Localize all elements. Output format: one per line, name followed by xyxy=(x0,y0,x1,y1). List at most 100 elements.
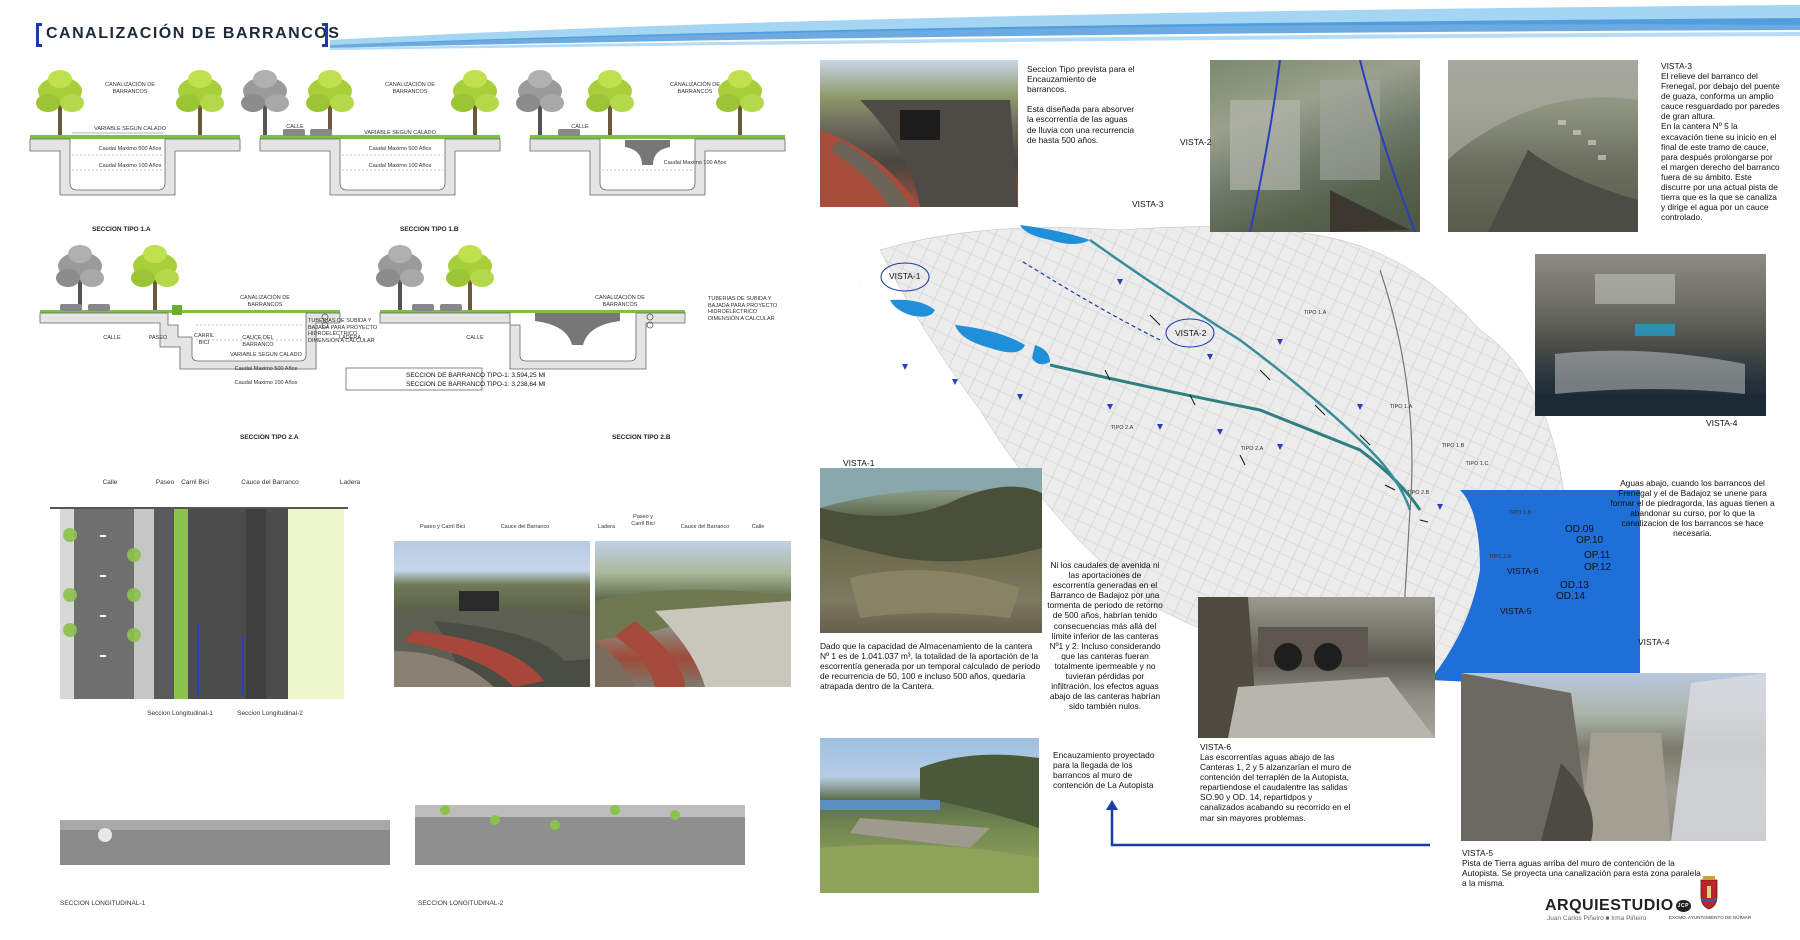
plan-header-calle: Calle xyxy=(102,479,118,486)
photo1-label-cauce: Cauce del Barranco xyxy=(500,524,550,530)
caption-longitudinal-2: SECCION LONGITUDINAL-2 xyxy=(418,900,504,907)
plan-view-drawing xyxy=(50,507,348,699)
op-10: OP.10 xyxy=(1576,535,1604,546)
label-1a-variable: VARIABLE SEGUN CALADO xyxy=(94,126,166,132)
section-photo-2-art xyxy=(595,589,791,687)
text-caudales: Ni los caudales de avenida ni las aporta… xyxy=(1047,560,1163,712)
length-tipo-2: SECCION DE BARRANCO TIPO-1: 3.238,64 Ml xyxy=(406,381,546,388)
label-1c-q100: Caudal Maximo 100 Años xyxy=(663,160,727,166)
label-1b-q500: Caudal Maximo 500 Años xyxy=(368,146,432,152)
section-photo-1 xyxy=(394,541,590,687)
photo-vista-1-label: VISTA-1 xyxy=(843,458,875,468)
plan-header-paseo: Paseo xyxy=(155,479,175,486)
page-title: CANALIZACIÓN DE BARRANCOS xyxy=(46,25,341,42)
text-vista-5: Pista de Tierra aguas arriba del muro de… xyxy=(1462,858,1701,889)
label-2a-variable: VARIABLE SEGUN CALADO xyxy=(230,352,302,358)
vista-3-title: VISTA-3 xyxy=(1661,61,1693,71)
map-vista-2: VISTA-2 xyxy=(1175,328,1207,338)
header: CANALIZACIÓN DE BARRANCOS xyxy=(0,0,1800,55)
text-capacidad: Dado que la capacidad de Almacenamiento … xyxy=(820,641,1041,692)
caption-1b: SECCION TIPO 1.B xyxy=(400,226,459,233)
op-14: OD.14 xyxy=(1556,591,1585,602)
label-2a-carril: CARRIL BICI xyxy=(194,333,215,346)
vista-5-title: VISTA-5 xyxy=(1462,848,1494,858)
plan-header-carril: Carril Bici xyxy=(181,479,209,486)
tipo-label-9: TIPO 2.A xyxy=(1488,554,1512,560)
label-1a-q500: Caudal Maximo 500 Años xyxy=(98,146,162,152)
section-photo-1-art xyxy=(394,591,590,687)
cross-sections-drawing xyxy=(29,70,786,391)
photo-vista-3-art xyxy=(1448,60,1638,232)
longitudinal-1-drawing xyxy=(60,820,390,865)
photo-vista-2-art xyxy=(1230,60,1416,232)
brand-suffix: JCP xyxy=(1675,899,1691,912)
label-1b-q100: Caudal Maximo 100 Años xyxy=(368,163,432,169)
photo-vista-6 xyxy=(1198,597,1435,738)
institution-name: EXCMO. AYUNTAMIENTO DE GÜÍMAR xyxy=(1668,915,1752,920)
photo-encauzamiento-art xyxy=(820,754,1039,893)
label-2a-cauce: CAUCE DEL BARRANCO xyxy=(242,335,274,348)
caption-1a: SECCION TIPO 1.A xyxy=(92,226,151,233)
text-vista-6: Las escorrentías aguas abajo de las Cant… xyxy=(1200,752,1352,823)
photo-vista-4-art xyxy=(1535,274,1766,416)
label-1a-q100: Caudal Maximo 100 Años xyxy=(98,163,162,169)
photo-seccion-tipo-art xyxy=(820,100,1018,207)
plan-header-ladera: Ladera xyxy=(339,479,361,486)
tipo-label-6: TIPO 2.A xyxy=(1110,425,1134,431)
label-2a-calle: CALLE xyxy=(103,335,121,341)
label-2a-tuberias: TUBERIAS DE SUBIDA Y BAJADA PARA PROYECT… xyxy=(308,318,378,344)
map-vista-4: VISTA-4 xyxy=(1638,637,1670,647)
photo-vista-4-label: VISTA-4 xyxy=(1706,418,1738,428)
text-seccion-tipo: Seccion Tipo prevista para el Encauzamie… xyxy=(1027,64,1135,145)
plan-header-cauce: Cauce del Barranco xyxy=(241,479,299,486)
label-1b-variable: VARIABLE SEGUN CALADO xyxy=(364,130,436,136)
text-encauzamiento: Encauzamiento proyectado para la llegada… xyxy=(1053,750,1155,791)
photo-vista-5-art xyxy=(1461,673,1766,841)
photo-vista-5 xyxy=(1461,673,1766,841)
photo2-label-paseo: Paseo y Carril Bici xyxy=(631,514,655,527)
photo-seccion-tipo xyxy=(820,60,1018,207)
photo-vista-3 xyxy=(1448,60,1638,232)
op-09: OD.09 xyxy=(1565,524,1594,535)
tipo-label-7: TIPO 2.A xyxy=(1240,446,1264,452)
header-wave xyxy=(330,5,1800,50)
tipo-label-5: TIPO 1.B xyxy=(1508,510,1532,516)
title-bracket-left xyxy=(36,23,42,47)
plan-cut-2: Seccion Longitudinal-2 xyxy=(237,710,303,717)
section-photo-2 xyxy=(595,541,791,687)
label-2a-title: CANALIZACIÓN DE BARRANCOS xyxy=(240,295,290,308)
photo-vista-4 xyxy=(1535,254,1766,416)
map-vista-5: VISTA-5 xyxy=(1500,606,1532,616)
label-2b-title: CANALIZACIÓN DE BARRANCOS xyxy=(595,295,645,308)
label-2b-tuberias: TUBERIAS DE SUBIDA Y BAJADA PARA PROYECT… xyxy=(708,296,778,322)
longitudinal-2-drawing xyxy=(415,805,745,865)
op-13: OD.13 xyxy=(1560,580,1589,591)
op-11: OP.11 xyxy=(1584,550,1611,561)
label-2b-calle: CALLE xyxy=(466,335,484,341)
tipo-label-8: TIPO 2.B xyxy=(1406,490,1430,496)
site-map xyxy=(860,225,1640,690)
map-vista-1: VISTA-1 xyxy=(889,271,921,281)
photo-vista-6-art xyxy=(1198,597,1435,738)
caption-longitudinal-1: SECCION LONGITUDINAL-1 xyxy=(60,900,146,907)
caption-2a: SECCION TIPO 2.A xyxy=(240,434,299,441)
photo2-label-ladera: Ladera xyxy=(597,524,616,530)
map-vista-3: VISTA-3 xyxy=(1132,199,1164,209)
label-1b-calle: CALLE xyxy=(286,124,304,130)
tipo-label-2: TIPO 1.A xyxy=(1389,404,1413,410)
label-1c-title: CANALIZACIÓN DE BARRANCOS xyxy=(670,82,720,95)
caption-2b: SECCION TIPO 2.B xyxy=(612,434,671,441)
plan-cut-1: Seccion Longitudinal-1 xyxy=(147,710,213,717)
flow-arrow xyxy=(1106,800,1430,847)
length-tipo-1: SECCION DE BARRANCO TIPO-1: 3.594,25 Ml xyxy=(406,372,546,379)
label-2a-ladera: LADERA xyxy=(338,335,361,341)
coat-of-arms-icon xyxy=(1700,876,1718,910)
vista-6-title: VISTA-6 xyxy=(1200,742,1232,752)
photo-vista-2-label: VISTA-2 xyxy=(1180,137,1212,147)
label-2a-paseo: PASEO xyxy=(148,335,168,341)
text-vista-3: El relieve del barranco del Frenegal, po… xyxy=(1661,71,1780,223)
photo-vista-1-art xyxy=(820,468,1042,618)
photo-encauzamiento xyxy=(820,738,1039,893)
tipo-label-1: TIPO 1.A xyxy=(1303,310,1327,316)
